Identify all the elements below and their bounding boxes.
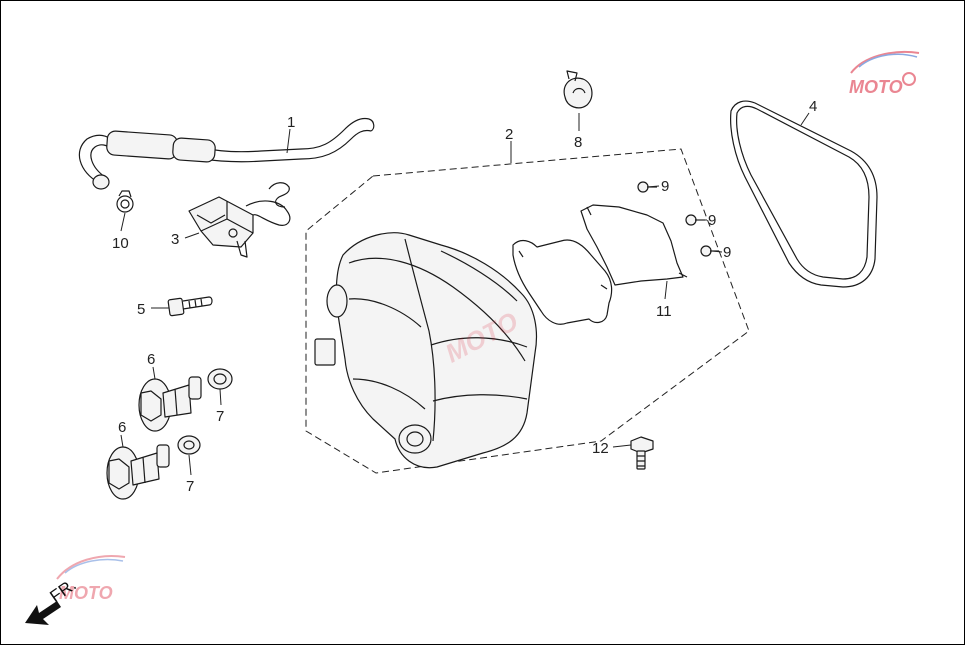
part-3-bracket[interactable]: [188, 182, 291, 258]
part-4-cover-gasket[interactable]: [730, 100, 878, 288]
part-8-hose-clamp[interactable]: [563, 70, 593, 109]
part-5-bolt[interactable]: [167, 296, 213, 317]
callout-1: 1: [287, 114, 295, 131]
callout-2: 2: [505, 126, 513, 143]
part-7-washer-lower[interactable]: [177, 435, 201, 455]
callout-12: 12: [592, 440, 609, 457]
callout-9-b: 9: [708, 212, 716, 229]
callout-10: 10: [112, 235, 129, 252]
svg-text:MOTO: MOTO: [849, 77, 903, 97]
callout-7-upper: 7: [216, 408, 224, 425]
part-9-screw-b[interactable]: [685, 214, 705, 226]
callout-4: 4: [809, 98, 817, 115]
part-12-bolt[interactable]: [630, 436, 654, 470]
callout-5: 5: [137, 301, 145, 318]
part-11-plate[interactable]: [580, 204, 688, 286]
callout-8: 8: [574, 134, 582, 151]
callout-7-lower: 7: [186, 478, 194, 495]
direction-arrow-icon: [25, 601, 61, 625]
part-6-mount-bolt-upper[interactable]: [138, 376, 202, 432]
callout-9-c: 9: [723, 244, 731, 261]
svg-text:MOTO: MOTO: [59, 583, 113, 603]
part-2-separator-body[interactable]: [314, 232, 538, 469]
callout-9-a: 9: [661, 178, 669, 195]
moto-watermark-logo-bottom: MOTO: [56, 555, 126, 603]
part-6-mount-bolt-lower[interactable]: [106, 444, 170, 500]
callout-6-upper: 6: [147, 351, 155, 368]
part-2-gasket[interactable]: [512, 239, 613, 325]
moto-watermark-logo: MOTO: [849, 51, 920, 97]
callout-3: 3: [171, 231, 179, 248]
callout-6-lower: 6: [118, 419, 126, 436]
assembly-2-outline: [305, 148, 750, 474]
part-10-clip[interactable]: [116, 190, 134, 213]
leader-lines: [120, 112, 810, 476]
part-7-washer-upper[interactable]: [207, 368, 233, 390]
callout-11: 11: [656, 303, 672, 320]
part-1-hose[interactable]: [78, 117, 375, 190]
